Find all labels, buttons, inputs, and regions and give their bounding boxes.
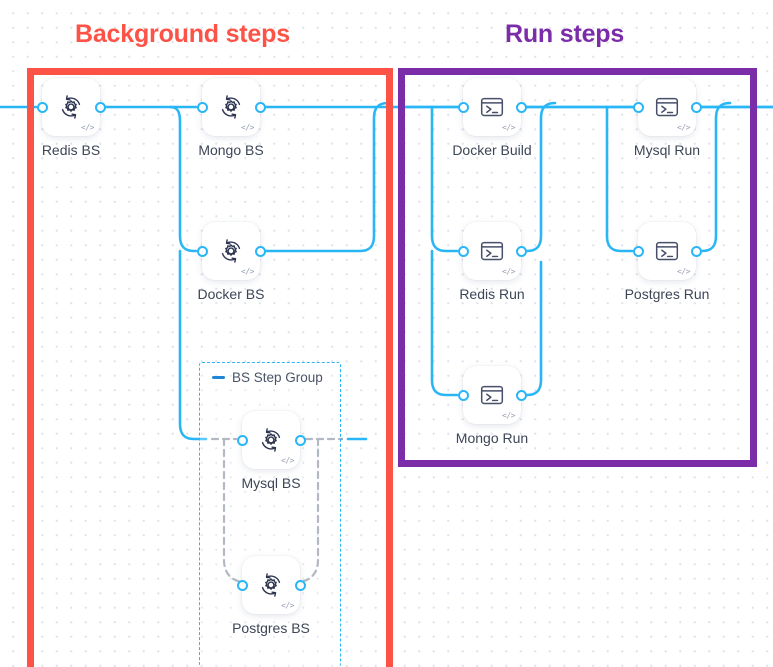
input-port[interactable] [632, 245, 644, 257]
node-card-mongo-run[interactable]: </> [463, 366, 521, 424]
node-label: Mysql Run [633, 142, 701, 158]
node-label: Docker Build [452, 142, 532, 158]
node-card-redis-bs[interactable]: </> [42, 78, 100, 136]
node-card-docker-build[interactable]: </> [463, 78, 521, 136]
node-label: Mysql BS [241, 475, 301, 491]
background-steps-title: Background steps [75, 20, 290, 48]
node-postgres-run[interactable]: </> Postgres Run [625, 222, 709, 302]
output-port[interactable] [515, 245, 527, 257]
input-port[interactable] [632, 101, 644, 113]
node-mysql-run[interactable]: </> Mysql Run [632, 78, 702, 158]
terminal-icon [477, 236, 507, 266]
input-port[interactable] [457, 245, 469, 257]
node-label: Mongo Run [455, 430, 529, 446]
input-port[interactable] [36, 101, 48, 113]
run-steps-group-box[interactable] [398, 68, 757, 467]
node-docker-bs[interactable]: </> Docker BS [196, 222, 266, 302]
output-port[interactable] [690, 101, 702, 113]
input-port[interactable] [457, 101, 469, 113]
node-card-mysql-bs[interactable]: </> [242, 411, 300, 469]
code-icon[interactable]: </> [677, 267, 690, 276]
node-card-postgres-bs[interactable]: </> [242, 556, 300, 614]
run-steps-title: Run steps [505, 20, 625, 48]
input-port[interactable] [457, 389, 469, 401]
node-label: Redis BS [41, 142, 101, 158]
code-icon[interactable]: </> [502, 267, 515, 276]
node-card-postgres-run[interactable]: </> [638, 222, 696, 280]
node-card-docker-bs[interactable]: </> [202, 222, 260, 280]
terminal-icon [652, 92, 682, 122]
input-port[interactable] [196, 101, 208, 113]
terminal-icon [652, 236, 682, 266]
node-mysql-bs[interactable]: </> Mysql BS [236, 411, 306, 491]
output-port[interactable] [690, 245, 702, 257]
node-label: Postgres BS [232, 620, 310, 636]
node-redis-bs[interactable]: </> Redis BS [36, 78, 106, 158]
input-port[interactable] [196, 245, 208, 257]
output-port[interactable] [515, 101, 527, 113]
background-steps-group-box[interactable] [27, 68, 393, 667]
gear-refresh-icon [256, 425, 286, 455]
code-icon[interactable]: </> [281, 601, 294, 610]
code-icon[interactable]: </> [677, 123, 690, 132]
node-label: Redis Run [459, 286, 525, 302]
code-icon[interactable]: </> [241, 123, 254, 132]
gear-refresh-icon [56, 92, 86, 122]
node-mongo-run[interactable]: </> Mongo Run [456, 366, 528, 446]
output-port[interactable] [294, 579, 306, 591]
input-port[interactable] [236, 434, 248, 446]
output-port[interactable] [515, 389, 527, 401]
code-icon[interactable]: </> [281, 456, 294, 465]
terminal-icon [477, 92, 507, 122]
gear-refresh-icon [216, 236, 246, 266]
output-port[interactable] [254, 101, 266, 113]
node-label: Docker BS [197, 286, 265, 302]
gear-refresh-icon [216, 92, 246, 122]
node-redis-run[interactable]: </> Redis Run [457, 222, 527, 302]
node-label: Mongo BS [198, 142, 264, 158]
code-icon[interactable]: </> [241, 267, 254, 276]
node-card-mongo-bs[interactable]: </> [202, 78, 260, 136]
node-label: Postgres Run [624, 286, 710, 302]
terminal-icon [477, 380, 507, 410]
output-port[interactable] [294, 434, 306, 446]
node-card-mysql-run[interactable]: </> [638, 78, 696, 136]
output-port[interactable] [94, 101, 106, 113]
input-port[interactable] [236, 579, 248, 591]
node-card-redis-run[interactable]: </> [463, 222, 521, 280]
bs-step-group-label: BS Step Group [232, 370, 323, 385]
gear-refresh-icon [256, 570, 286, 600]
output-port[interactable] [254, 245, 266, 257]
bs-step-group-header[interactable]: BS Step Group [212, 370, 323, 385]
code-icon[interactable]: </> [502, 411, 515, 420]
node-postgres-bs[interactable]: </> Postgres BS [232, 556, 310, 636]
node-mongo-bs[interactable]: </> Mongo BS [196, 78, 266, 158]
minus-icon[interactable] [212, 376, 225, 379]
code-icon[interactable]: </> [502, 123, 515, 132]
node-docker-build[interactable]: </> Docker Build [452, 78, 532, 158]
code-icon[interactable]: </> [81, 123, 94, 132]
